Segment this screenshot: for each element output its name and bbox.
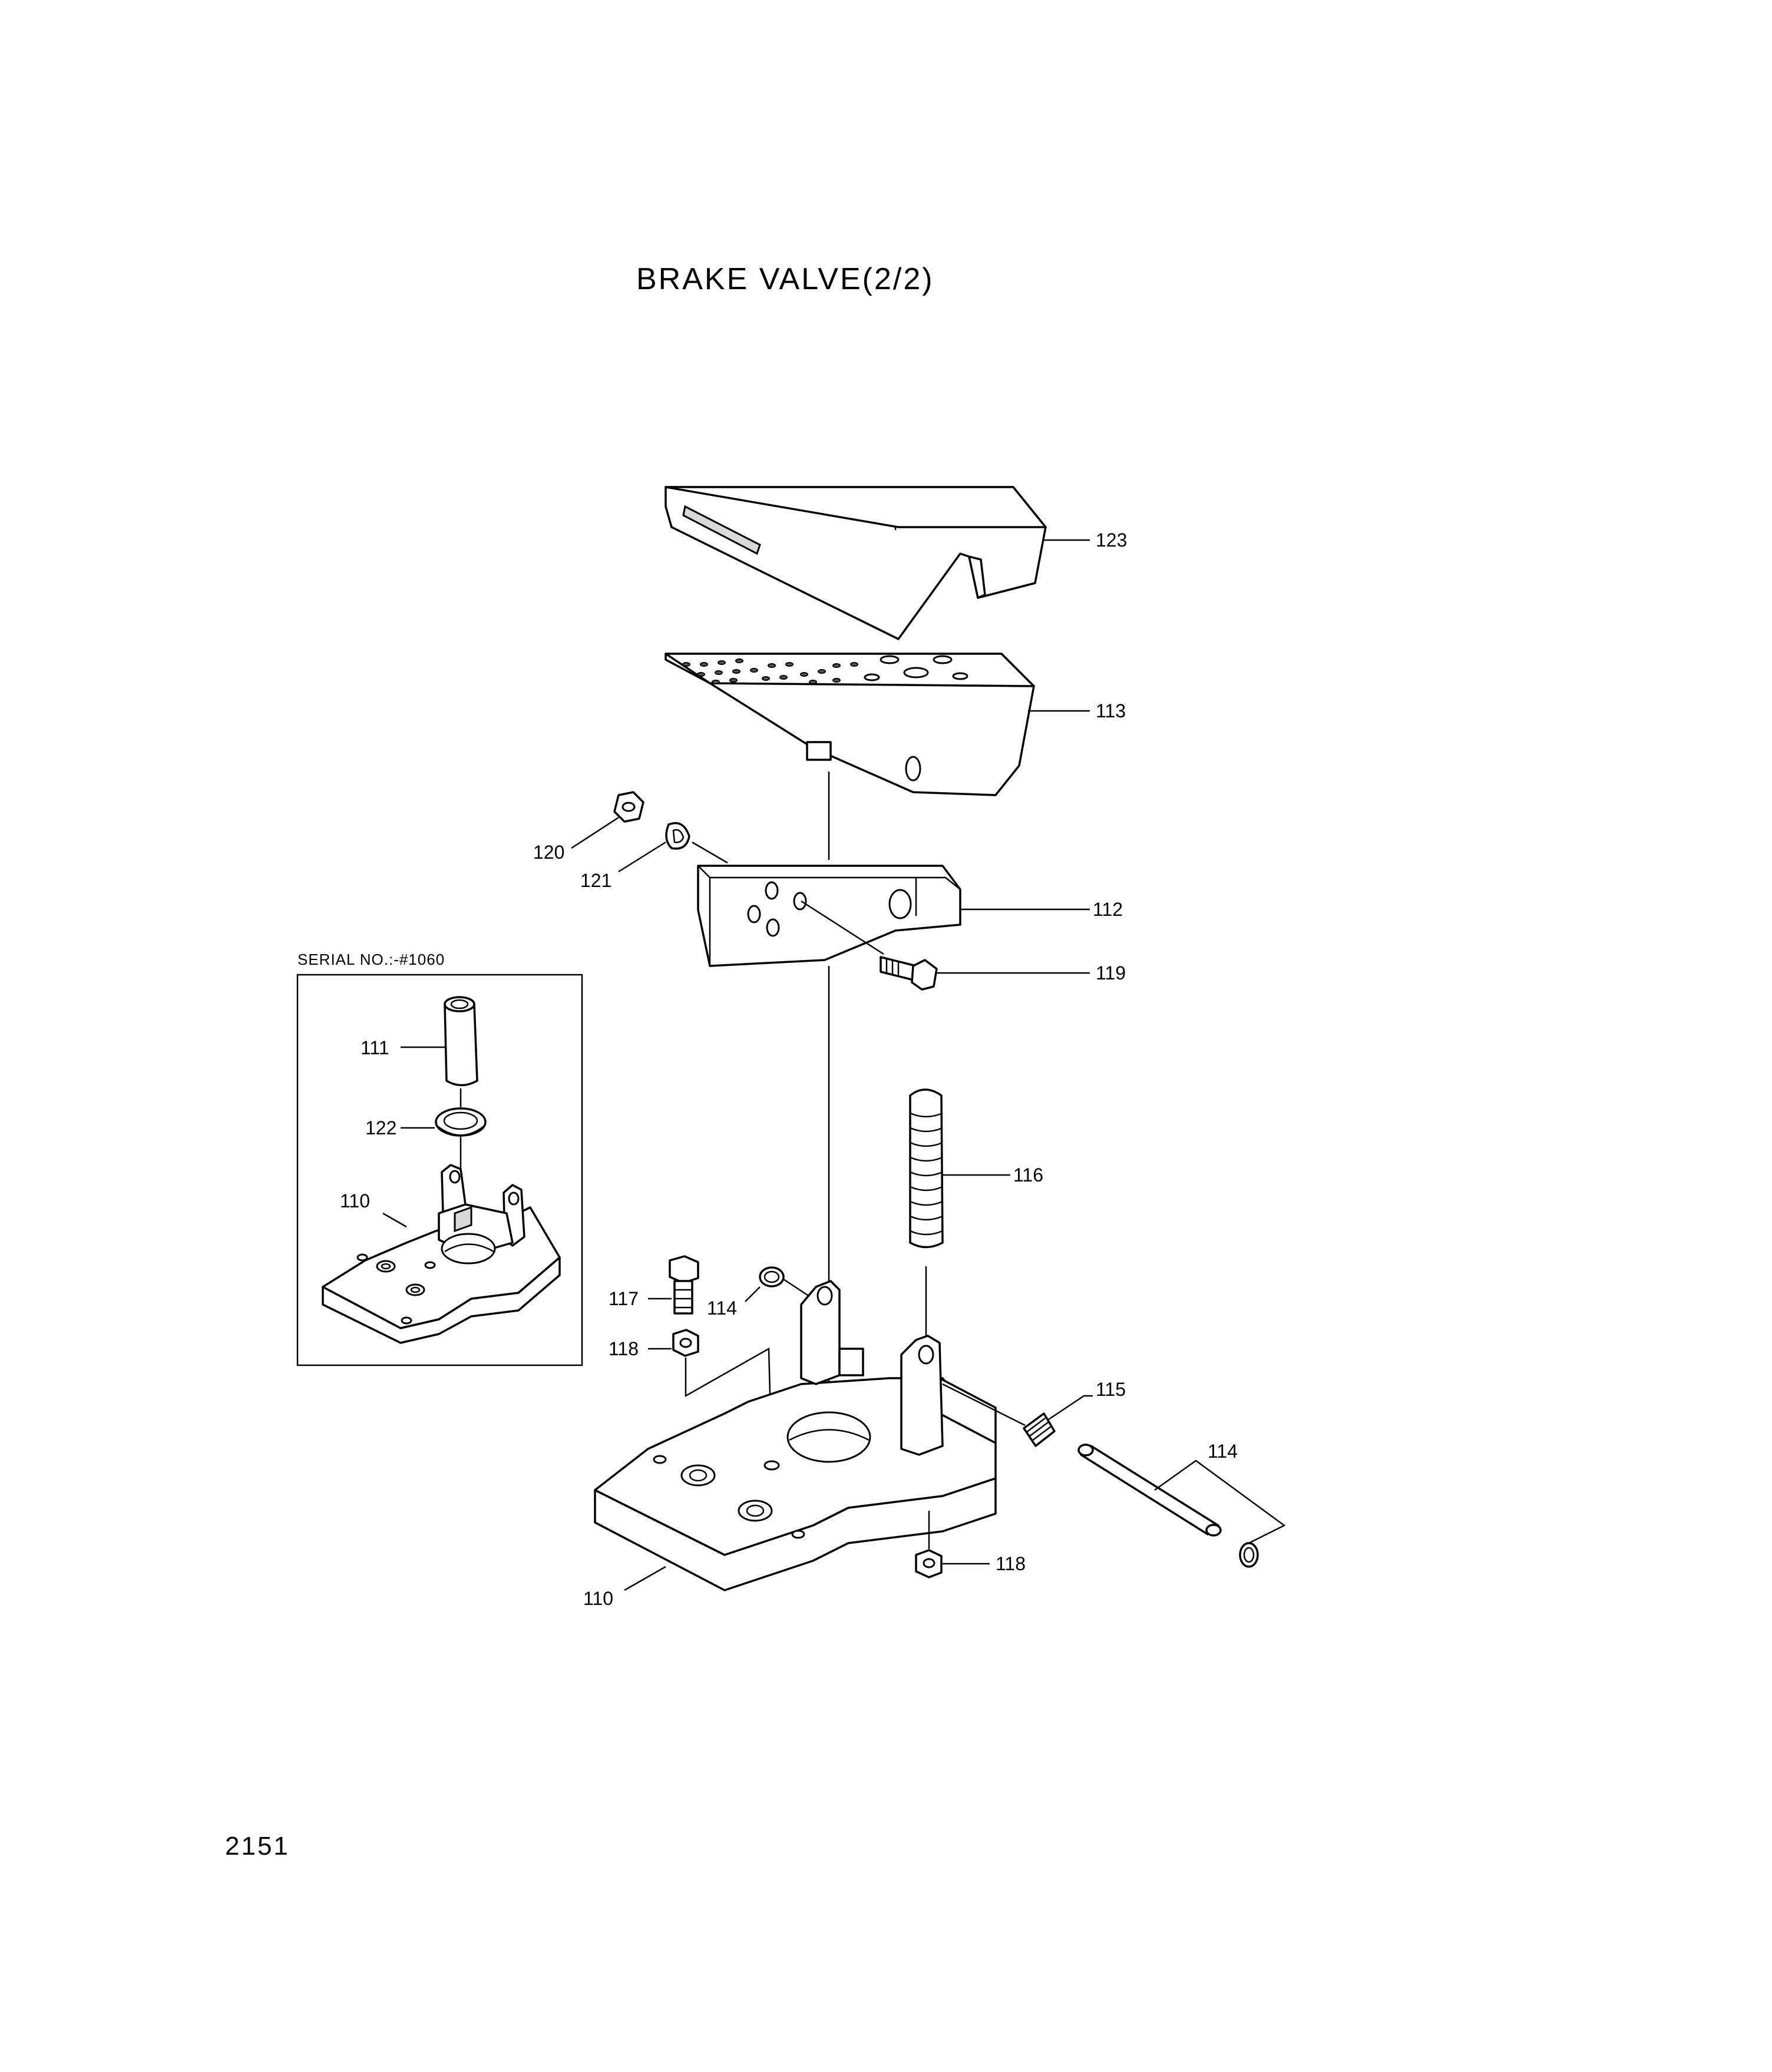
callout-119: 119 [1096,962,1126,984]
inset-leader-110 [382,1212,407,1228]
inset-part-111-plunger [444,996,478,1087]
part-115-spring [1023,1412,1056,1447]
part-118-nut-lower [915,1549,943,1578]
callout-115: 115 [1096,1379,1126,1400]
part-114-snap-ring-lower [1239,1542,1259,1568]
part-123-pedal-cover [664,486,1047,640]
callout-113: 113 [1096,700,1126,721]
page-title: BRAKE VALVE(2/2) [636,262,934,296]
tread-holes [682,658,858,684]
leader-110 [624,1565,666,1591]
callout-118-upper: 118 [609,1338,639,1359]
part-121-ring [665,822,690,850]
callout-117: 117 [609,1288,639,1309]
callout-121: 121 [580,870,611,891]
inset-part-110-base [322,1164,561,1344]
part-116-spring-stop [909,1088,944,1249]
callout-114-lower: 114 [1208,1441,1238,1462]
leader-121-axis [692,841,728,864]
callout-114-upper: 114 [707,1298,737,1319]
axis-lug-rod [942,1383,1026,1426]
leader-114-upper [745,1286,761,1302]
callout-120: 120 [533,842,564,863]
part-117-bolt [669,1255,699,1315]
page-number: 2151 [225,1832,290,1861]
part-110-base-plate [594,1280,997,1591]
callout-123: 123 [1096,529,1127,551]
leader-114-lower [1154,1459,1286,1544]
part-112-pedal-bracket [697,865,961,967]
inset-callout-111: 111 [361,1037,389,1058]
part-118-nut-upper [672,1329,699,1357]
inset-part-122-seal [435,1107,487,1137]
part-119-bolt [801,900,938,991]
inset-caption: SERIAL NO.:-#1060 [297,951,445,968]
callout-116: 116 [1013,1164,1043,1186]
callout-112: 112 [1093,899,1123,920]
part-114-pin [1077,1444,1222,1537]
part-114-snap-ring-upper [759,1266,785,1287]
callout-118-lower: 118 [996,1553,1026,1574]
leader-120 [571,816,619,849]
inset-callout-122: 122 [365,1117,396,1138]
leader-121 [618,841,666,873]
part-120-nut [613,791,644,823]
callout-110: 110 [583,1588,613,1609]
leader-115 [1048,1395,1093,1421]
inset-callout-110: 110 [340,1190,370,1212]
inset-frame [296,974,583,1366]
part-113-pedal-plate [664,653,1035,796]
